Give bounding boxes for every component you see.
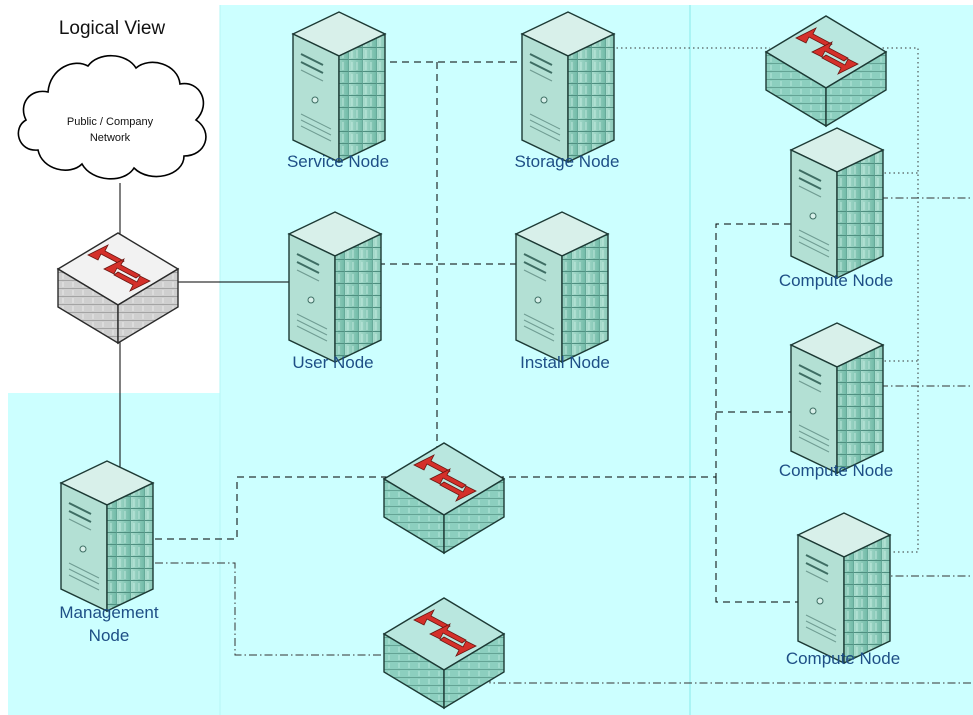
- management-network-links: [155, 61, 800, 603]
- public-switch-icon: [57, 232, 179, 344]
- compute-node-1-label: Compute Node: [779, 271, 893, 290]
- dashdot-network-links: [155, 197, 973, 684]
- management-node-label-line2: Node: [89, 626, 130, 645]
- management-node-label-line1: Management: [59, 603, 159, 622]
- management-node-server-icon: [60, 460, 154, 612]
- user-node-label: User Node: [292, 353, 373, 372]
- compute-node-3-label: Compute Node: [786, 649, 900, 668]
- diagram-title: Logical View: [59, 18, 166, 39]
- cloud-icon: Public / Company Network: [17, 55, 207, 180]
- install-node-label: Install Node: [520, 353, 610, 372]
- storage-node-label: Storage Node: [515, 152, 620, 171]
- compute-node-2-label: Compute Node: [779, 461, 893, 480]
- service-node-server-icon: [292, 11, 386, 163]
- dotted-network-links: [612, 47, 919, 553]
- compute-node-2-server-icon: [790, 322, 884, 474]
- storage-node-server-icon: [521, 11, 615, 163]
- compute-node-1-server-icon: [790, 127, 884, 279]
- compute-node-3-server-icon: [797, 512, 891, 664]
- cloud-label-line2: Network: [90, 132, 131, 144]
- cloud-label-line1: Public / Company: [67, 116, 154, 128]
- service-node-label: Service Node: [287, 152, 389, 171]
- user-node-server-icon: [288, 211, 382, 363]
- install-node-server-icon: [515, 211, 609, 363]
